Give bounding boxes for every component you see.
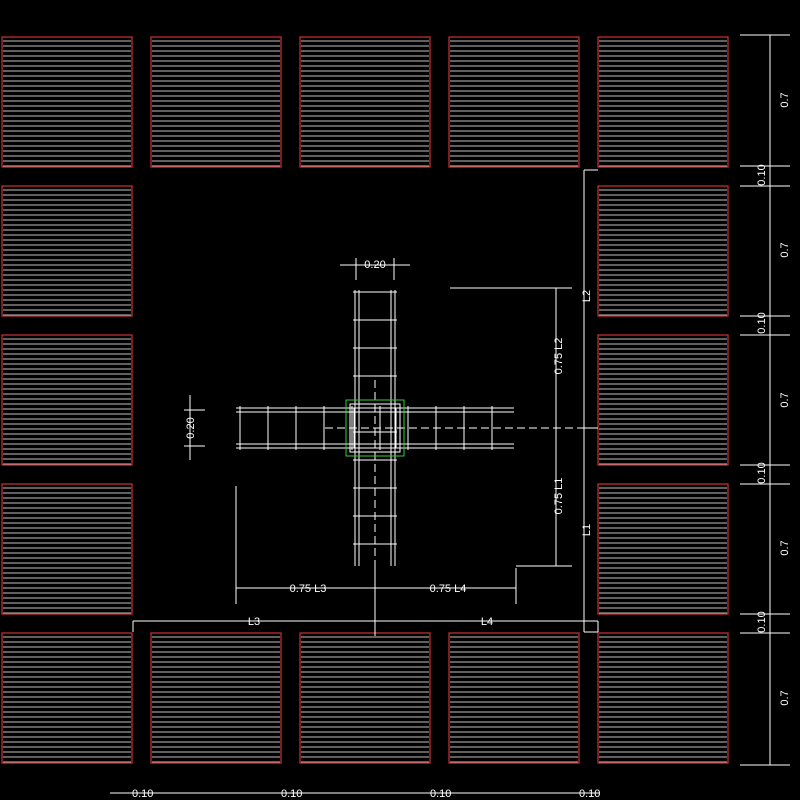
slab-panel (448, 36, 580, 168)
dim-left-arm: 0.75 L3 (290, 583, 327, 595)
slab-panel (597, 185, 729, 317)
slab-panel (150, 632, 282, 764)
dim-beam-width-top: 0.20 (364, 259, 385, 271)
axis-center-lines (325, 380, 580, 600)
slab-panel (299, 632, 431, 764)
beam-cross (236, 290, 514, 566)
dim-down-arm: 0.75 L1 (553, 478, 565, 515)
slab-panel (597, 334, 729, 466)
horizontal-span-dimensions: 0.75 L3 0.75 L4 L3 L4 (132, 486, 599, 636)
slab-panel (597, 483, 729, 615)
dim-span-down: L1 (581, 524, 593, 536)
dim-bottom-gap-4: 0.10 (579, 788, 600, 800)
column (345, 399, 405, 457)
slab-grid (1, 36, 729, 764)
dim-span-up: L2 (581, 290, 593, 302)
dim-gap-4: 0.10 (756, 611, 768, 632)
dim-bottom-gap-2: 0.10 (281, 788, 302, 800)
slab-panel (1, 483, 133, 615)
dim-slab-height-5: 0.7 (779, 690, 791, 705)
slab-panel (597, 632, 729, 764)
beam-width-dimensions: 0.20 0.20 (184, 258, 410, 460)
dim-slab-height-1: 0.7 (779, 92, 791, 107)
slab-panel (597, 36, 729, 168)
slab-panel (448, 632, 580, 764)
slab-panel (1, 632, 133, 764)
dim-span-left: L3 (248, 616, 260, 628)
slab-panel (1, 185, 133, 317)
dim-gap-3: 0.10 (756, 462, 768, 483)
dim-slab-height-4: 0.7 (779, 540, 791, 555)
right-dimension-chain: 0.7 0.10 0.7 0.10 0.7 0.10 0.7 0.10 0.7 (740, 34, 791, 766)
slab-panel (1, 334, 133, 466)
dim-bottom-gap-3: 0.10 (430, 788, 451, 800)
vertical-span-dimensions: L2 L1 0.75 L2 0.75 L1 (450, 169, 598, 633)
dim-slab-height-3: 0.7 (779, 392, 791, 407)
dim-slab-height-2: 0.7 (779, 242, 791, 257)
dim-bottom-gap-1: 0.10 (132, 788, 153, 800)
bottom-gap-dimensions: 0.10 0.10 0.10 0.10 (110, 788, 600, 800)
slab-panel (1, 36, 133, 168)
dim-gap-2: 0.10 (756, 312, 768, 333)
dim-up-arm: 0.75 L2 (553, 338, 565, 375)
dim-beam-width-left: 0.20 (185, 417, 197, 438)
slab-panel (150, 36, 282, 168)
dim-gap-1: 0.10 (756, 164, 768, 185)
dim-span-right: L4 (481, 616, 493, 628)
dim-right-arm: 0.75 L4 (430, 583, 467, 595)
slab-panel (299, 36, 431, 168)
